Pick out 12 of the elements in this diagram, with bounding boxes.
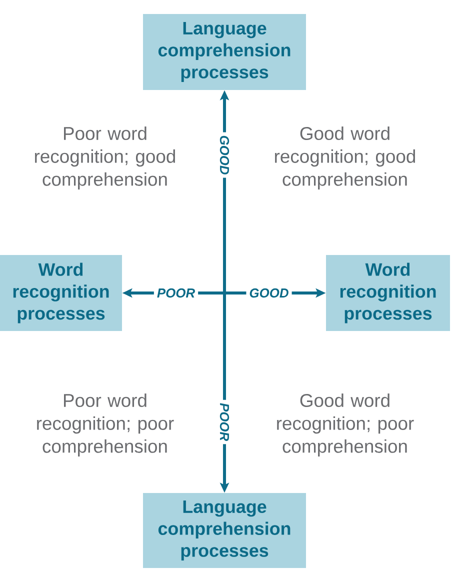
quadrant-label: Good word recognition; poor comprehension — [277, 394, 414, 456]
edge-label: GOOD — [216, 132, 232, 178]
edge-label: GOOD — [246, 285, 292, 301]
process-box: Language comprehension processes — [143, 14, 306, 90]
quadrant-label: Poor word recognition; poor comprehension — [37, 394, 174, 456]
quadrant-label: Good word recognition; good comprehension — [275, 126, 415, 190]
process-box: Language comprehension processes — [143, 493, 306, 568]
process-box: Word recognition processes — [326, 255, 450, 331]
edge-label: POOR — [216, 400, 232, 444]
edge-label: POOR — [154, 285, 198, 301]
process-box: Word recognition processes — [0, 255, 122, 331]
quadrant-label: Poor word recognition; good comprehension — [35, 126, 175, 190]
